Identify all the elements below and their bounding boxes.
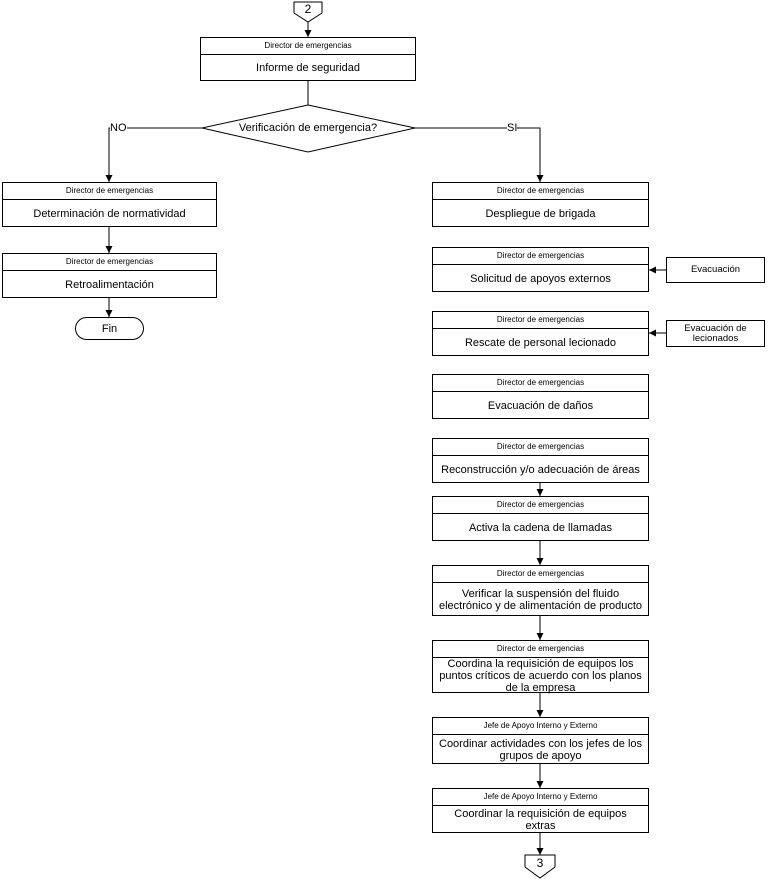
task-label: Coordinar la requisición de equipos extr… (454, 807, 627, 832)
role-label: Director de emergencias (433, 641, 648, 658)
role-label: Director de emergencias (433, 248, 648, 265)
role-label: Director de emergencias (433, 566, 648, 583)
start-process-box: Director de emergencias Informe de segur… (200, 37, 416, 81)
role-label: Director de emergencias (433, 497, 648, 514)
process-box-retroalimentacion: Director de emergencias Retroalimentació… (2, 253, 217, 298)
process-box-evacuacion-danos: Director de emergencias Evacuación de da… (432, 374, 649, 419)
connector-top-label: 2 (304, 2, 312, 16)
process-box-rescate: Director de emergencias Rescate de perso… (432, 311, 649, 356)
offpage-connector-top (293, 1, 323, 23)
role-label: Director de emergencias (201, 38, 415, 55)
role-label: Director de emergencias (433, 439, 648, 456)
task-label: Determinación de normatividad (33, 207, 186, 220)
task-label: Coordinar actividades con los jefes de l… (439, 737, 643, 762)
task-label: Activa la cadena de llamadas (468, 521, 613, 534)
task-label: Evacuación de daños (487, 399, 594, 412)
task-label: Coordina la requisición de equipos los p… (439, 657, 642, 694)
process-box-normatividad: Director de emergencias Determinación de… (2, 182, 217, 227)
decision-no-label: NO (110, 122, 127, 134)
offpage-connector-bottom (524, 854, 556, 879)
process-box-reconstruccion: Director de emergencias Reconstrucción y… (432, 438, 649, 483)
task-label: Despliegue de brigada (485, 207, 596, 220)
decision-question: Verificación de emergencia? (238, 122, 378, 134)
process-box-despliegue: Director de emergencias Despliegue de br… (432, 182, 649, 227)
task-label: Informe de seguridad (256, 62, 360, 74)
task-label: Solicitud de apoyos externos (470, 272, 611, 285)
role-label: Director de emergencias (3, 183, 216, 200)
role-label: Director de emergencias (433, 312, 648, 329)
role-label: Jefe de Apoyo Interno y Externo (433, 718, 648, 735)
external-input-evacuacion-lecionados: Evacuación de lecionados (666, 320, 765, 347)
decision-yes-label: SI (507, 122, 518, 134)
process-box-suspension-fluido: Director de emergencias Verificar la sus… (432, 565, 649, 616)
task-label: Retroalimentación (65, 278, 154, 291)
task-label: Rescate de personal lecionado (464, 336, 617, 349)
role-label: Jefe de Apoyo Interno y Externo (433, 789, 648, 806)
decision-diamond (201, 104, 416, 153)
task-label: Verificar la suspensión del fluido elect… (439, 587, 643, 612)
connector-bottom-label: 3 (536, 856, 544, 870)
task-label: Reconstrucción y/o adecuación de áreas (441, 463, 640, 476)
process-box-cadena-llamadas: Director de emergencias Activa la cadena… (432, 496, 649, 541)
end-terminal: Fin (75, 317, 144, 340)
process-box-requisicion-puntos: Director de emergencias Coordina la requ… (432, 640, 649, 694)
role-label: Director de emergencias (3, 254, 216, 271)
process-box-coordinar-actividades: Jefe de Apoyo Interno y Externo Coordina… (432, 717, 649, 764)
external-input-evacuacion: Evacuación (666, 257, 765, 283)
role-label: Director de emergencias (433, 375, 648, 392)
process-box-solicitud: Director de emergencias Solicitud de apo… (432, 247, 649, 292)
role-label: Director de emergencias (433, 183, 648, 200)
process-box-requisicion-extras: Jefe de Apoyo Interno y Externo Coordina… (432, 788, 649, 833)
